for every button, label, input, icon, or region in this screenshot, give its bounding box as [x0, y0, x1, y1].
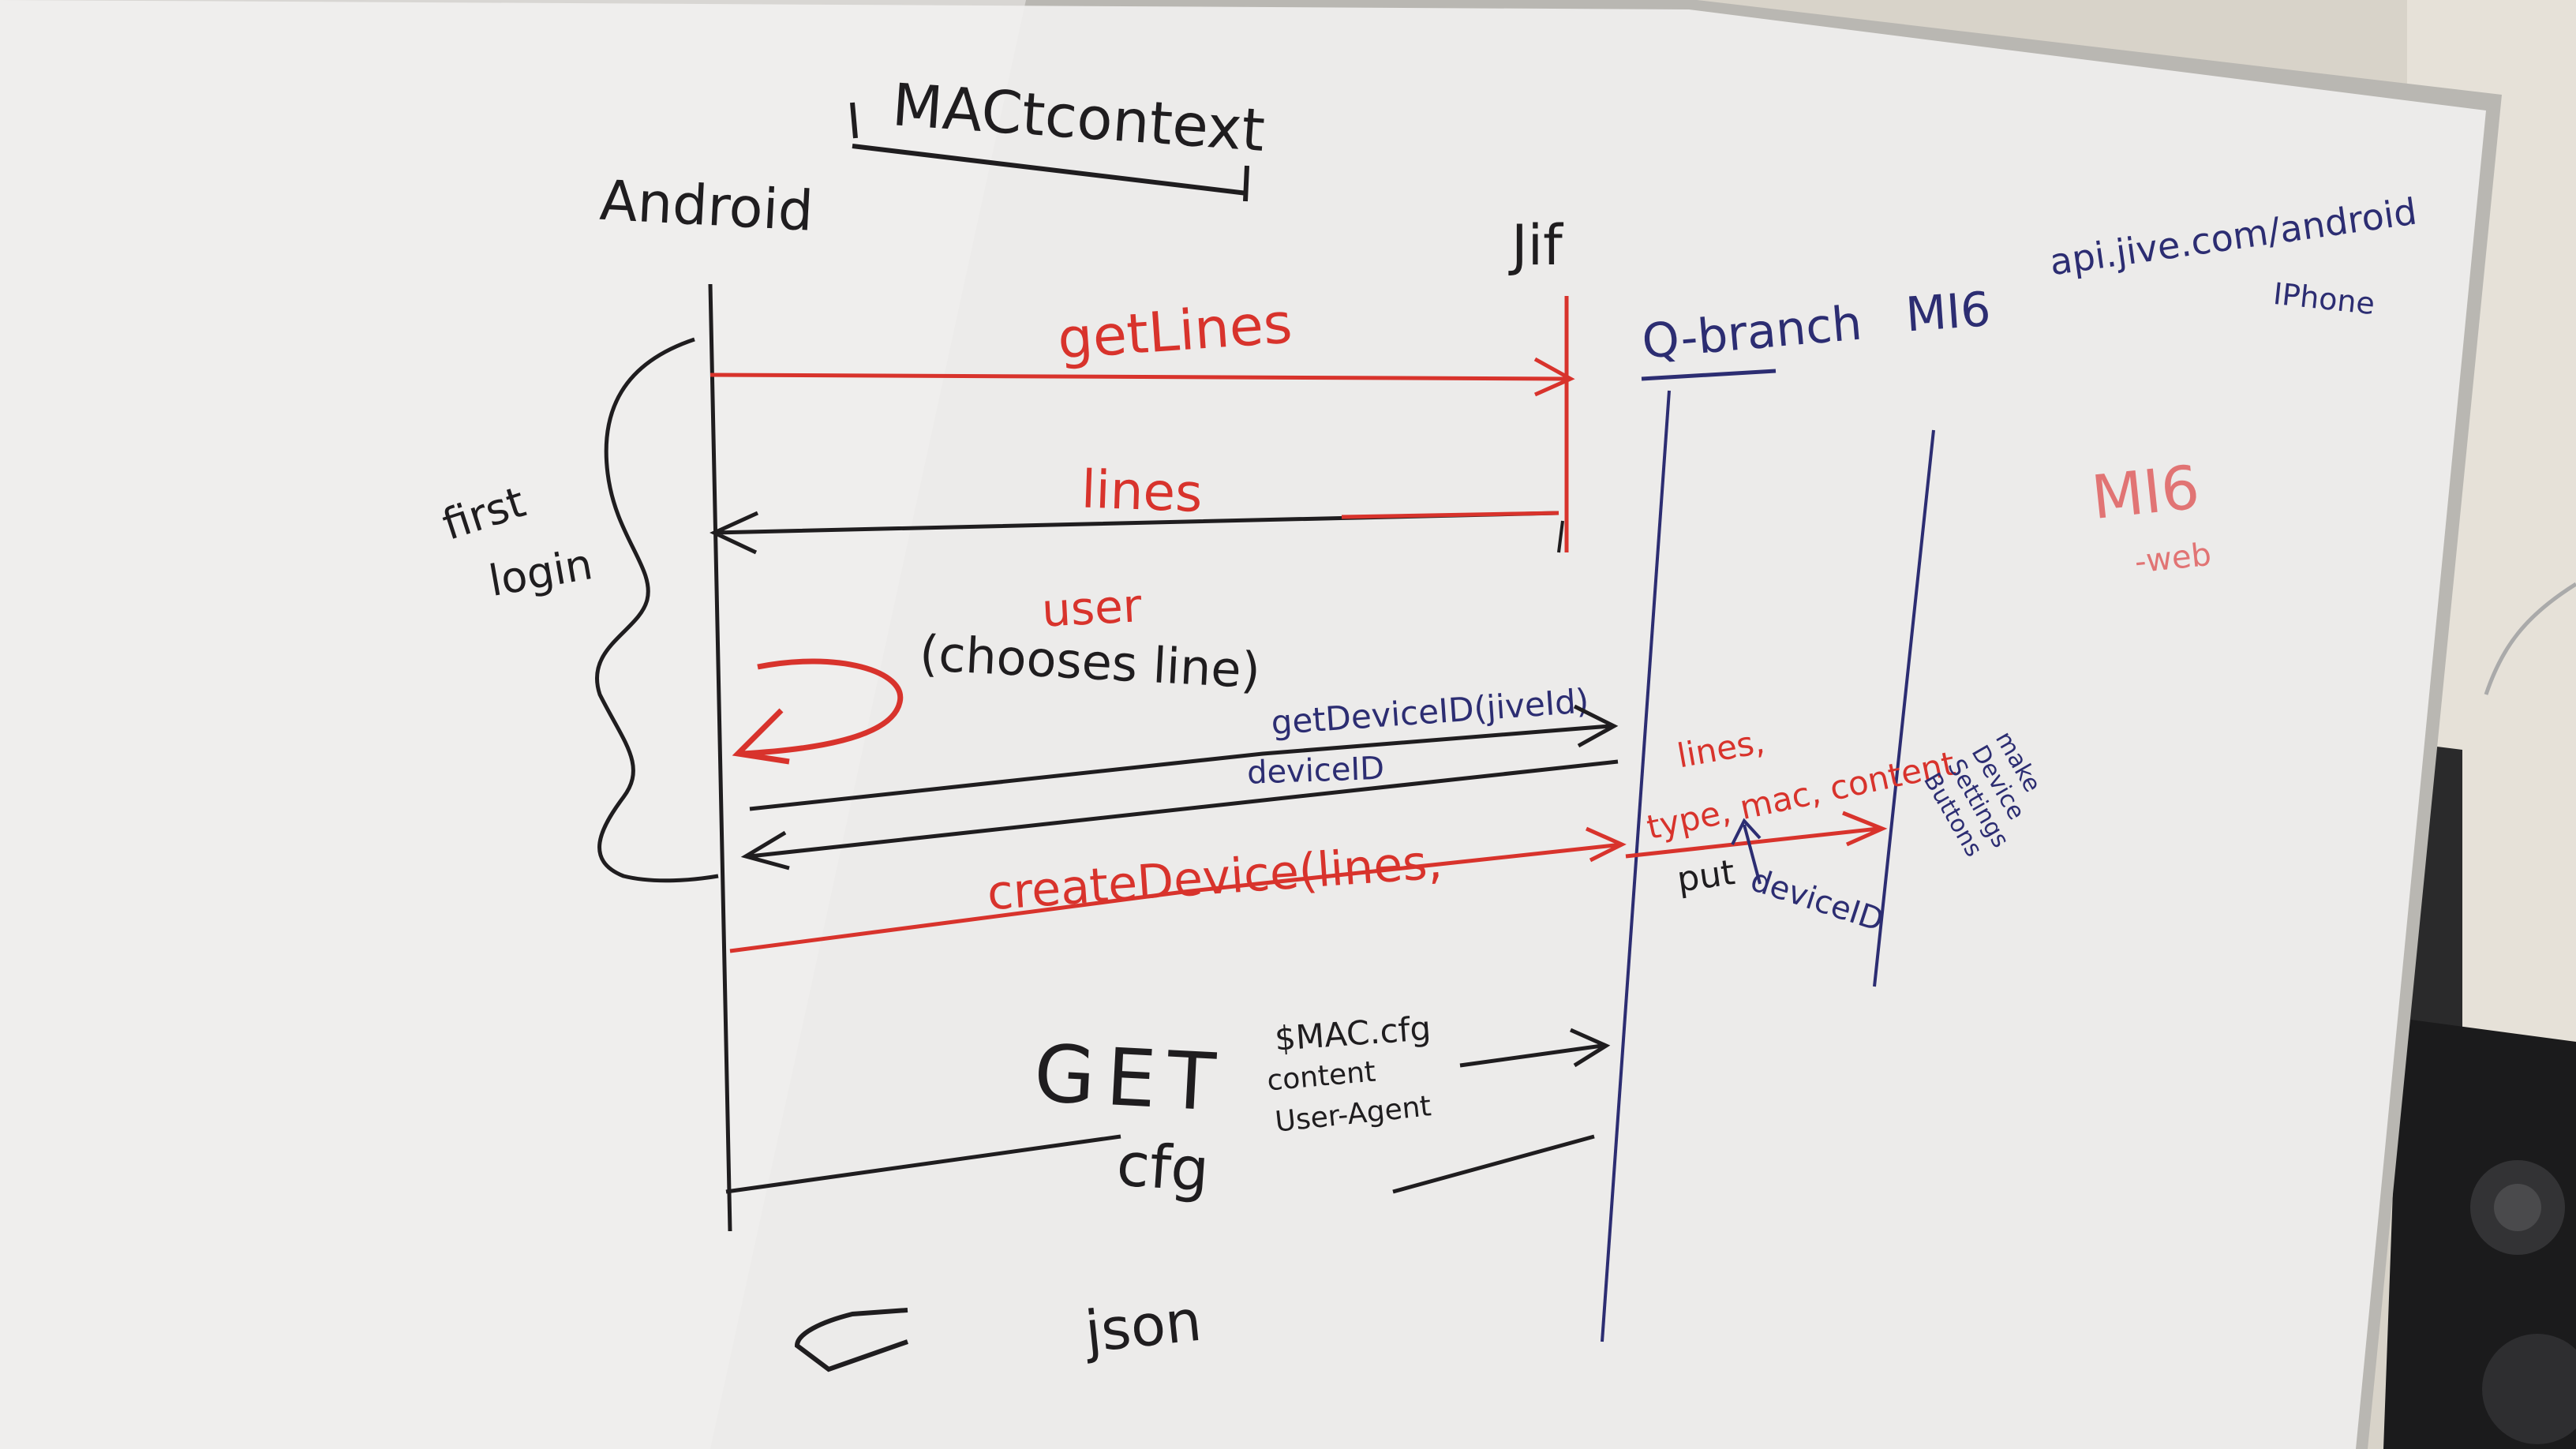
message-get-lines-arrow	[710, 357, 1575, 397]
lifeline-label-jif: Jif	[1508, 213, 1563, 278]
title-underline	[850, 102, 1249, 202]
message-json-label: json	[1080, 1287, 1204, 1365]
message-cfg-return	[1392, 1134, 1595, 1194]
json-return-arrow	[794, 1308, 908, 1372]
mi6-web-sub: -web	[2133, 537, 2213, 581]
cable	[2484, 582, 2576, 695]
message-get-line	[725, 1134, 1121, 1194]
whiteboard-sheen	[0, 0, 1026, 1449]
lifeline-label-mi6: MI6	[1904, 282, 1992, 343]
message-cfg-label: cfg	[1114, 1129, 1211, 1205]
message-device-id-label: deviceID	[1246, 751, 1384, 792]
first-login-brace	[595, 337, 719, 883]
lifeline-jif-black	[1557, 520, 1564, 553]
message-get-device-id-arrow	[749, 704, 1619, 811]
mi6-web-title: MI6	[2088, 451, 2203, 533]
self-message-user: user	[1040, 578, 1143, 638]
message-create-device-arrow	[729, 826, 1627, 953]
lifeline-android	[708, 283, 732, 1232]
lifeline-mi6	[1873, 429, 1935, 987]
self-message-loop	[732, 658, 904, 765]
qbranch-note-arrow	[1625, 811, 1888, 859]
qbranch-underline	[1641, 369, 1777, 381]
message-get-arrow	[1459, 1028, 1611, 1068]
lifeline-qbranch	[1601, 390, 1671, 1342]
message-get-label: GET	[1032, 1027, 1229, 1129]
message-device-id-arrow	[740, 759, 1619, 871]
message-lines-label: lines	[1080, 459, 1204, 524]
message-lines-arrow-red	[1341, 511, 1559, 519]
lifeline-label-android: Android	[598, 168, 815, 244]
speaker	[2383, 742, 2576, 1449]
qbranch-note-put: put	[1675, 852, 1737, 900]
qbranch-note-up-arrow	[1731, 818, 1762, 885]
